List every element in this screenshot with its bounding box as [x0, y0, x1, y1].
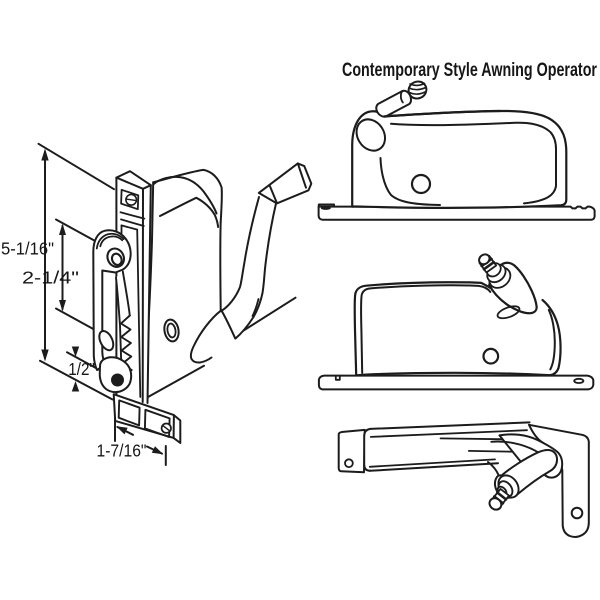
svg-text:2-1/4": 2-1/4"	[22, 268, 79, 288]
svg-text:5-1/16": 5-1/16"	[1, 239, 54, 259]
svg-text:1-7/16": 1-7/16"	[97, 441, 147, 461]
svg-text:1/2": 1/2"	[68, 359, 95, 379]
svg-text:Contemporary Style Awning Oper: Contemporary Style Awning Operator	[342, 60, 597, 81]
